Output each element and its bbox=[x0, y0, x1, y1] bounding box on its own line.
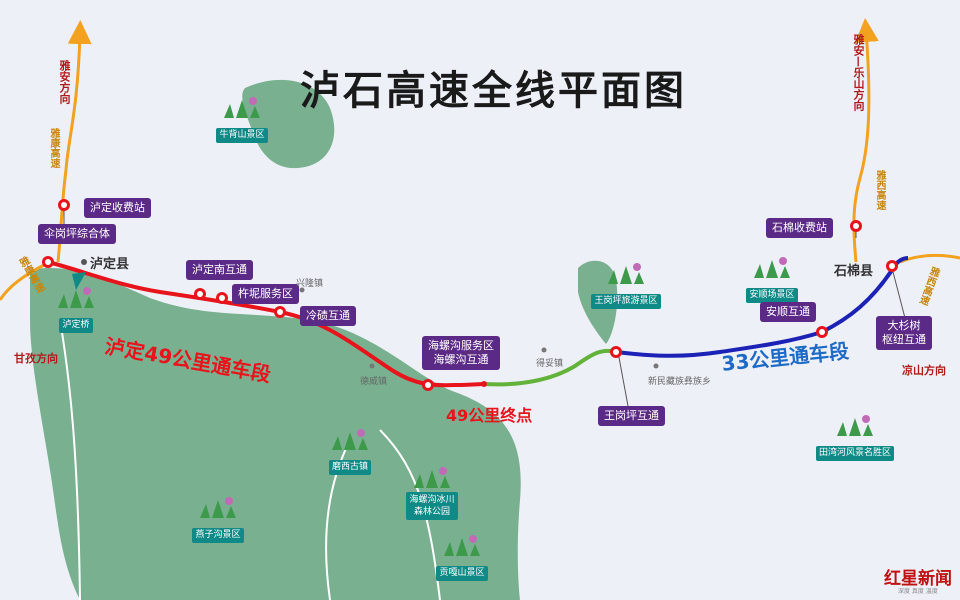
valley-road bbox=[59, 319, 81, 600]
scenic-wanggangping: 王岗坪旅游景区 bbox=[586, 262, 666, 309]
highway-yaxi-north: 雅西高速 bbox=[874, 170, 885, 210]
interchange-marker bbox=[274, 306, 286, 318]
interchange-marker bbox=[422, 379, 434, 391]
flower-icon bbox=[608, 263, 644, 284]
yakang-highway-west bbox=[0, 262, 47, 301]
label-dashanshu: 大杉树 枢纽互通 bbox=[876, 316, 932, 350]
direction-ganzi: 甘孜方向 bbox=[14, 352, 58, 365]
town-dewei: 德威镇 bbox=[360, 377, 388, 387]
scenic-label-line: 海螺沟冰川 bbox=[409, 495, 455, 505]
highway-yakang-north: 雅康高速 bbox=[48, 128, 59, 168]
interchange-marker bbox=[42, 256, 54, 268]
interchange-marker bbox=[886, 260, 898, 272]
flower-icon bbox=[444, 535, 480, 556]
route-green-segment bbox=[483, 348, 617, 387]
scenic-yanzigou: 燕子沟景区 bbox=[186, 496, 250, 543]
town-xinglong: 兴隆镇 bbox=[296, 279, 324, 289]
scenic-label: 泸定桥 bbox=[59, 318, 93, 333]
map-title: 泸石高速全线平面图 bbox=[300, 68, 687, 114]
scenic-label: 田湾河风景名胜区 bbox=[815, 446, 894, 461]
label-line: 海螺沟互通 bbox=[433, 353, 489, 366]
direction-yaan: 雅安方向 bbox=[58, 60, 71, 104]
scenic-label: 王岗坪旅游景区 bbox=[591, 294, 661, 309]
flower-icon bbox=[200, 497, 236, 518]
land-area-niubeishan bbox=[242, 79, 335, 169]
scenic-ludingqiao: 泸定桥 bbox=[44, 286, 108, 333]
label-line: 大杉树 bbox=[887, 319, 921, 332]
county-luding: 泸定县 bbox=[90, 257, 130, 272]
label-wanggangping: 王岗坪互通 bbox=[598, 406, 665, 426]
route-endpoint-dot bbox=[481, 381, 487, 387]
county-dot bbox=[81, 259, 87, 265]
scenic-label: 贡嘎山景区 bbox=[436, 566, 488, 581]
label-luding-toll: 泸定收费站 bbox=[84, 198, 151, 218]
scenic-moxi: 磨西古镇 bbox=[318, 428, 382, 475]
label-shimian-toll: 石棉收费站 bbox=[766, 218, 833, 238]
interchange-marker bbox=[816, 326, 828, 338]
yaxi-highway-east bbox=[899, 253, 960, 264]
label-luding-south: 泸定南互通 bbox=[186, 260, 253, 280]
pointer-line bbox=[617, 351, 629, 407]
scenic-label: 安顺场景区 bbox=[746, 288, 798, 303]
interchange-marker bbox=[216, 292, 228, 304]
flower-icon bbox=[58, 287, 94, 308]
flower-icon bbox=[754, 257, 790, 278]
label-hailuogou: 海螺沟服务区 海螺沟互通 bbox=[422, 336, 500, 370]
interchange-marker bbox=[610, 346, 622, 358]
pointer-triangle bbox=[72, 272, 86, 290]
scenic-hailuogou: 海螺沟冰川森林公园 bbox=[400, 466, 464, 520]
town-dot bbox=[369, 363, 375, 369]
scenic-label-line: 森林公园 bbox=[413, 507, 450, 517]
segment-endpoint-label: 49公里终点 bbox=[446, 406, 533, 425]
label-sangangping: 伞岗坪综合体 bbox=[38, 224, 116, 244]
pointer-line bbox=[891, 267, 906, 319]
scenic-label: 燕子沟景区 bbox=[192, 528, 244, 543]
direction-yaan-leshan: 雅安—乐山方向 bbox=[852, 34, 865, 111]
scenic-tianwanhe: 田湾河风景名胜区 bbox=[810, 414, 900, 461]
scenic-label: 海螺沟冰川森林公园 bbox=[406, 492, 458, 520]
label-lengqi: 冷碛互通 bbox=[300, 306, 356, 326]
town-xinmin: 新民藏族彝族乡 bbox=[648, 377, 712, 387]
flower-icon bbox=[332, 429, 368, 450]
direction-liangshan: 凉山方向 bbox=[902, 364, 946, 377]
interchange-marker bbox=[850, 220, 862, 232]
scenic-gonggashan: 贡嘎山景区 bbox=[430, 534, 494, 581]
scenic-anshunchang: 安顺场景区 bbox=[740, 256, 804, 303]
hongxing-news-logo: 红星新闻 bbox=[884, 569, 952, 589]
county-shimian: 石棉县 bbox=[834, 264, 874, 279]
interchange-marker bbox=[194, 288, 206, 300]
land-area-luding-south bbox=[30, 268, 521, 600]
interchange-marker bbox=[58, 199, 70, 211]
town-dot bbox=[541, 347, 547, 353]
scenic-label: 牛背山景区 bbox=[216, 128, 268, 143]
label-line: 海螺沟服务区 bbox=[428, 339, 494, 352]
scenic-label: 磨西古镇 bbox=[328, 460, 371, 475]
flower-icon bbox=[224, 97, 260, 118]
town-deyao: 得妥镇 bbox=[536, 359, 564, 369]
hongxing-news-slogan: 深度 真度 温度 bbox=[898, 588, 938, 595]
label-chuzhu: 杵坭服务区 bbox=[232, 284, 299, 304]
label-anshun: 安顺互通 bbox=[760, 302, 816, 322]
scenic-niubeishan: 牛背山景区 bbox=[210, 96, 274, 143]
town-dot bbox=[299, 287, 305, 293]
label-line: 枢纽互通 bbox=[882, 333, 926, 346]
valley-road bbox=[325, 439, 351, 600]
town-dot bbox=[653, 363, 659, 369]
flower-icon bbox=[414, 467, 450, 488]
flower-icon bbox=[837, 415, 873, 436]
